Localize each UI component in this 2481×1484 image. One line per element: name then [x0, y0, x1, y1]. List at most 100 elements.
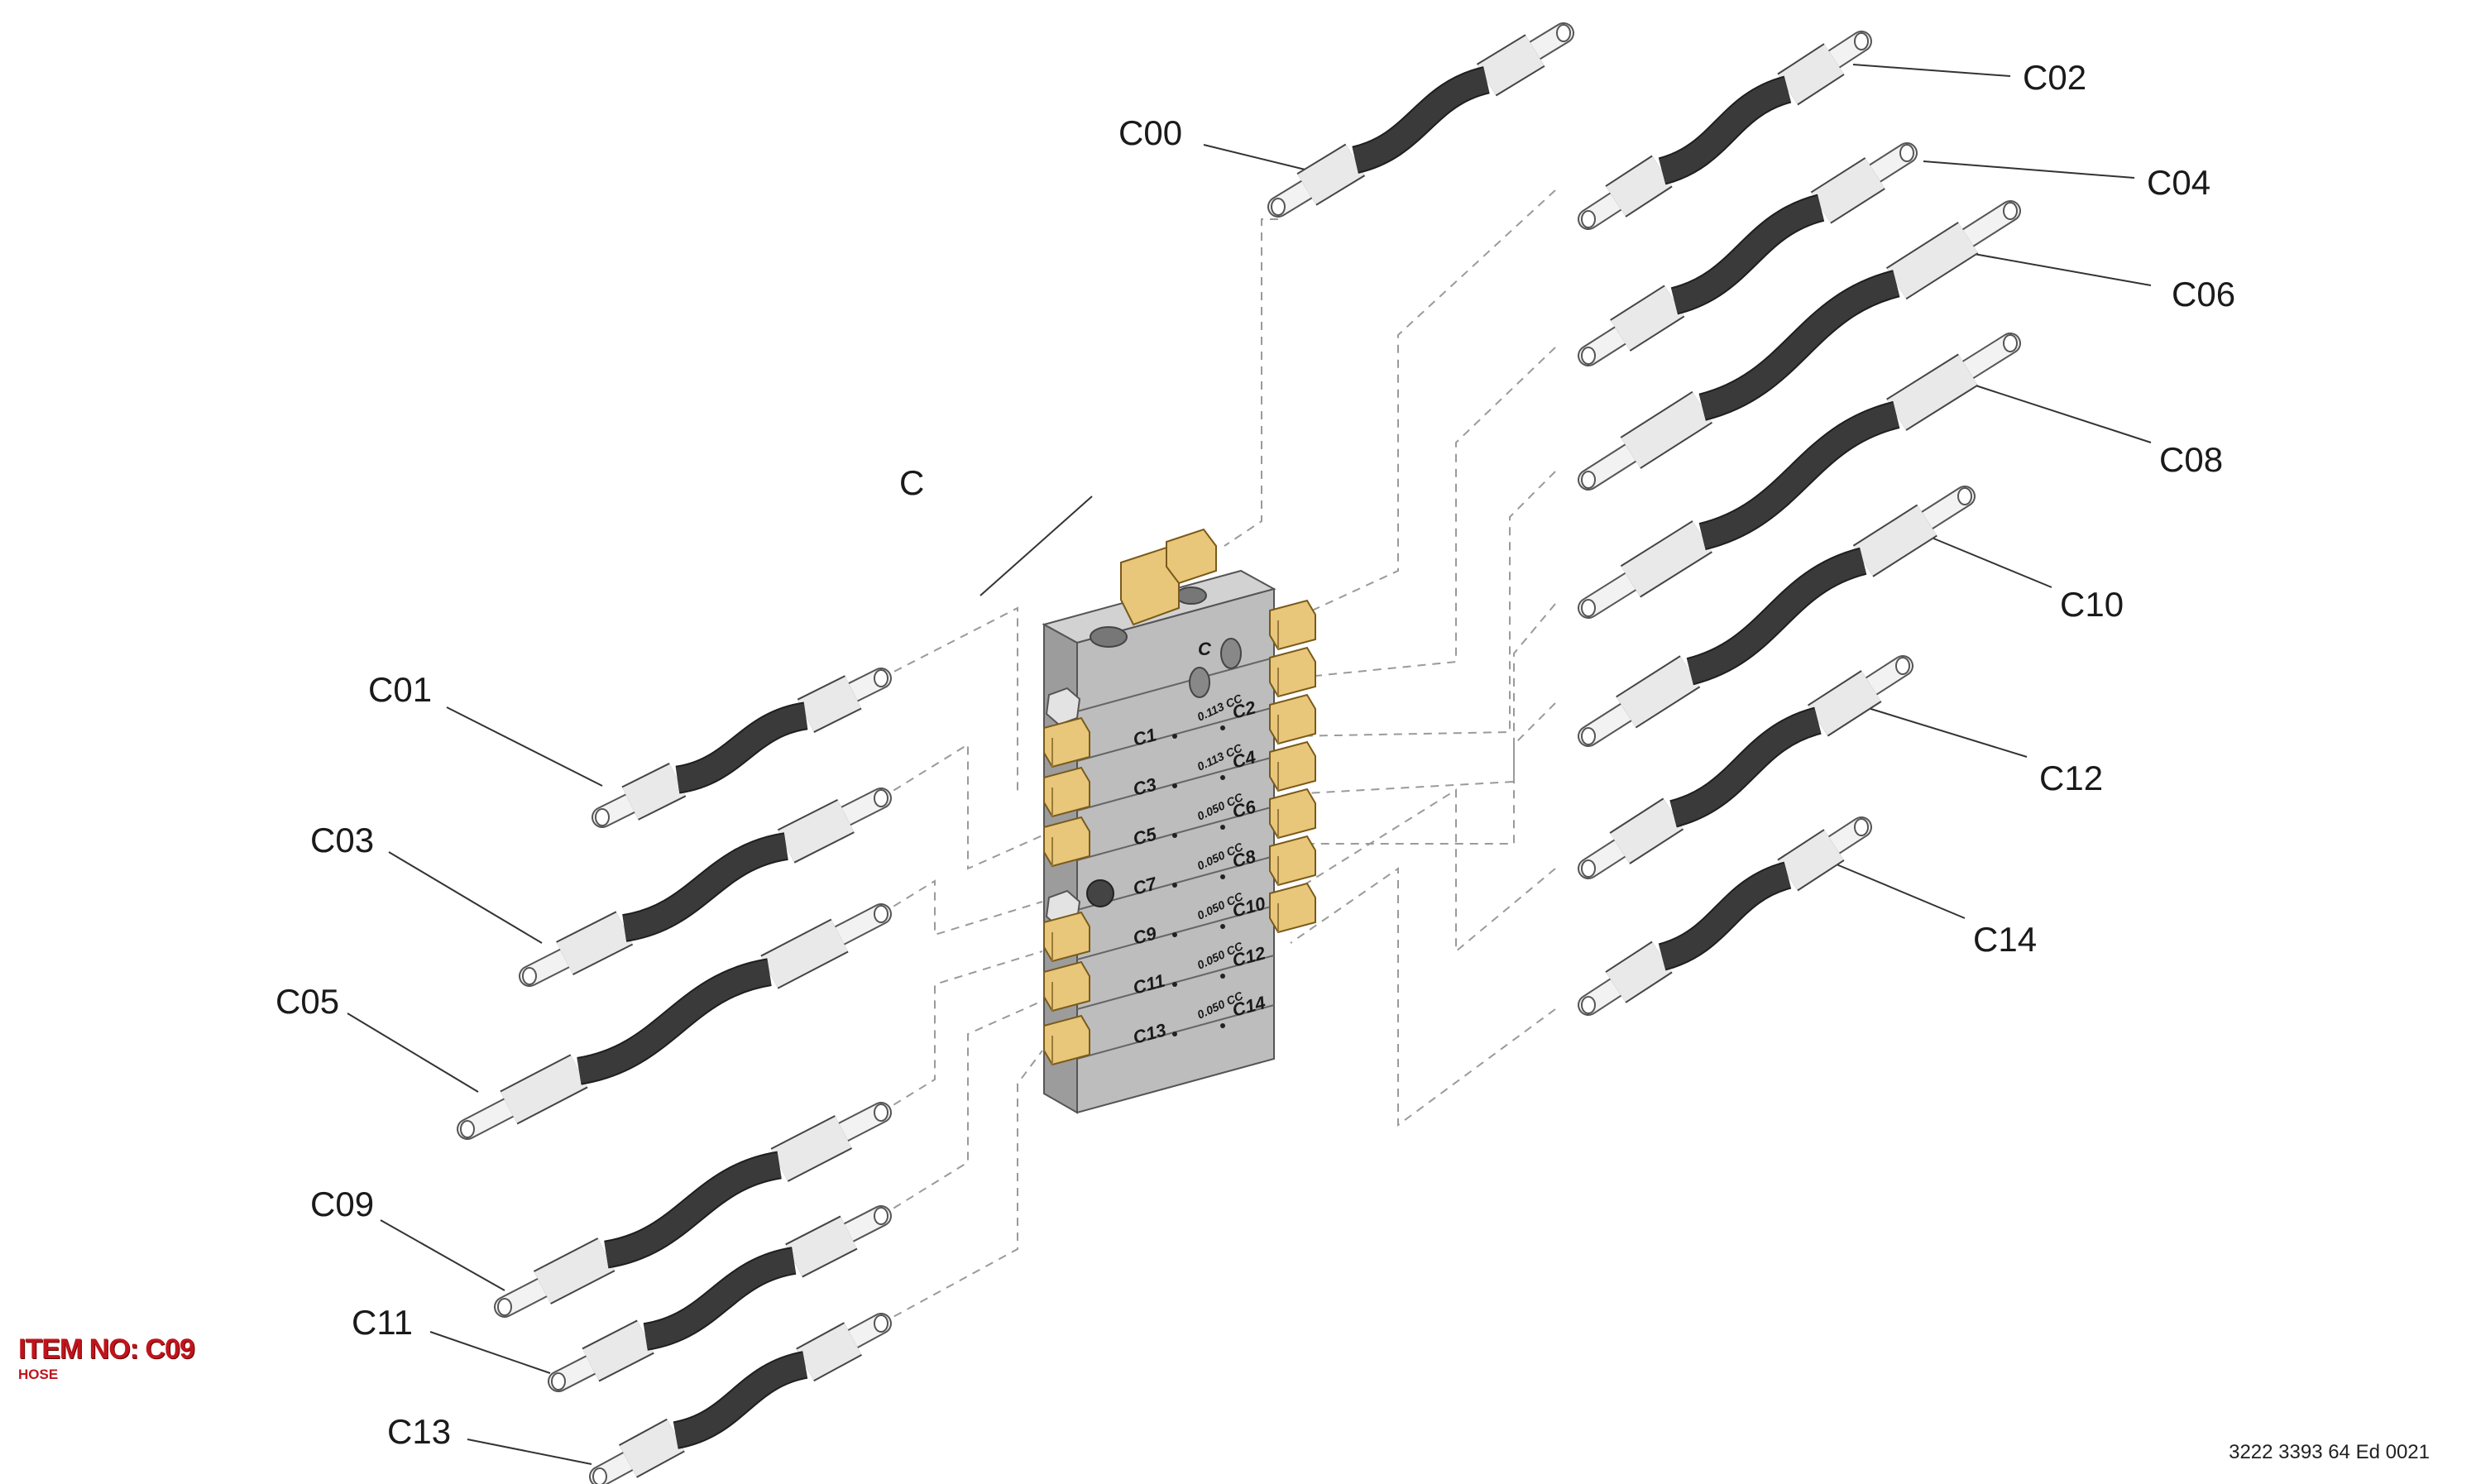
hose-c12[interactable]: [1578, 655, 1913, 879]
callout-c00: C00: [1118, 113, 1182, 152]
hose-c05[interactable]: [457, 903, 892, 1140]
hose-c02[interactable]: [1578, 31, 1872, 230]
hose-tip: [460, 1120, 475, 1138]
hose-tip: [1581, 347, 1596, 365]
hose-c08[interactable]: [1578, 333, 2021, 619]
brass-fitting-right: [1269, 646, 1316, 698]
hose-rubber: [1698, 271, 1900, 419]
callout-c11: C11: [352, 1303, 413, 1342]
leader-lines: [347, 64, 2152, 1465]
hose-ferrule: [1616, 656, 1700, 727]
callout-c05: C05: [275, 982, 339, 1021]
hose-tip: [874, 1207, 888, 1225]
hose-c13[interactable]: [589, 1313, 892, 1484]
hose-c09[interactable]: [494, 1102, 892, 1318]
hose-tip: [595, 808, 610, 826]
hose-ferrule: [797, 677, 861, 732]
hose-tip: [874, 789, 888, 807]
port-dot: [1220, 825, 1225, 830]
port-dot: [1220, 725, 1225, 730]
callout-c12: C12: [2039, 759, 2103, 797]
hose-tip: [551, 1372, 566, 1391]
hose-ferrule: [1887, 355, 1978, 430]
callout-c06: C06: [2172, 275, 2235, 314]
inlet-fitting: [1120, 528, 1217, 626]
hose-tip: [522, 967, 537, 985]
hose-ferrule: [534, 1238, 615, 1304]
hose-c11[interactable]: [548, 1205, 892, 1392]
hose-ferrule: [622, 764, 686, 819]
brass-fitting-left: [1043, 716, 1090, 768]
port-dot: [1172, 734, 1177, 739]
hose-tube-end: [831, 905, 890, 945]
hose-tube-end: [1579, 572, 1640, 617]
hose-ferrule: [1611, 286, 1684, 351]
hose-c00[interactable]: [1267, 22, 1574, 218]
callout-c01: C01: [368, 670, 432, 709]
brass-fitting-right: [1269, 882, 1316, 934]
callout-c02: C02: [2023, 58, 2086, 97]
hose-tip: [1581, 210, 1596, 228]
port-dot: [1172, 783, 1177, 788]
brass-fitting-left: [1043, 960, 1090, 1012]
hose-ferrule: [1887, 223, 1978, 299]
callout-c04: C04: [2147, 163, 2210, 202]
hose-ferrule: [1811, 158, 1885, 223]
hose-tip: [1581, 859, 1596, 878]
hose-c06[interactable]: [1578, 200, 2021, 491]
hose-tip: [874, 1314, 888, 1333]
hose-rubber: [675, 703, 808, 792]
hose-rubber: [643, 1248, 797, 1349]
hose-c03[interactable]: [519, 787, 892, 987]
item-description: HOSE: [18, 1367, 59, 1382]
hose-c01[interactable]: [592, 668, 892, 828]
brass-fitting-left: [1043, 911, 1090, 963]
hose-tube-end: [1579, 443, 1640, 489]
hose-c10[interactable]: [1578, 486, 1976, 747]
port-dot: [1220, 874, 1225, 879]
hose-rubber: [1658, 77, 1792, 184]
port-dot: [1172, 833, 1177, 838]
brass-fitting-right: [1269, 599, 1316, 651]
hose-c04[interactable]: [1578, 142, 1918, 366]
callout-c14: C14: [1973, 920, 2037, 959]
hose-rubber: [577, 960, 772, 1084]
callouts: C C00 C02 C04 C06 C08 C10 C12 C14 C01 C0…: [275, 58, 2235, 1451]
hose-ferrule: [1610, 799, 1683, 864]
hose-ferrule: [1477, 36, 1545, 95]
hose-tip: [1556, 24, 1571, 42]
brass-fitting-right: [1269, 835, 1316, 887]
port-dot: [1172, 982, 1177, 987]
callout-block: C: [899, 463, 924, 502]
brass-fitting-left: [1043, 1014, 1090, 1066]
hose-ferrule: [1297, 145, 1365, 204]
hose-rubber: [1669, 708, 1822, 826]
hose-ferrule: [1808, 671, 1881, 735]
hose-tip: [1957, 487, 1972, 505]
hose-tip: [874, 669, 888, 687]
hose-ferrule: [761, 920, 848, 988]
hose-c14[interactable]: [1578, 816, 1872, 1016]
hose-rubber: [1352, 68, 1490, 172]
hose-ferrule: [1778, 44, 1844, 104]
hose-rubber: [1698, 402, 1900, 549]
port-dot: [1220, 1023, 1225, 1028]
port-dot: [1220, 924, 1225, 929]
brass-fitting-right: [1269, 740, 1316, 792]
hose-tip: [874, 1103, 888, 1122]
hose-ferrule: [1621, 392, 1712, 468]
hose-ferrule: [786, 1217, 857, 1276]
hose-rubber: [604, 1152, 782, 1267]
hose-tip: [2003, 334, 2018, 352]
port-dot: [1172, 1032, 1177, 1036]
hose-ferrule: [1606, 942, 1672, 1003]
hose-tube-end: [1959, 334, 2019, 379]
indicator-pin: [1086, 879, 1114, 907]
brass-fitting-left: [1043, 766, 1090, 818]
document-number: 3222 3393 64 Ed 0021: [2229, 1441, 2430, 1463]
brass-fitting-left: [1043, 816, 1090, 868]
hose-ferrule: [501, 1056, 587, 1123]
callout-c09: C09: [310, 1185, 374, 1223]
